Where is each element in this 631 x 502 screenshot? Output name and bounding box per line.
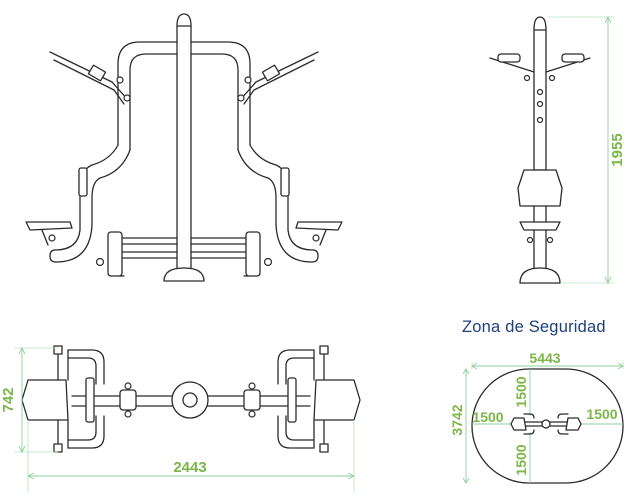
- side-view: 1955: [489, 15, 626, 285]
- zone-width-dimension: 5443: [529, 350, 560, 366]
- side-base: [519, 267, 561, 284]
- central-base: [163, 267, 205, 282]
- safety-zone-title: Zona de Seguridad: [462, 318, 606, 336]
- left-handle-arm: [49, 51, 131, 105]
- front-view: [25, 13, 343, 282]
- width-dimension: 2443: [173, 459, 206, 476]
- top-left-unit: [21, 345, 105, 453]
- clearance-top: 1500: [513, 376, 529, 407]
- clearance-left: 1500: [472, 409, 503, 425]
- depth-dimension: 742: [0, 387, 17, 412]
- center-cylinders: [95, 231, 273, 277]
- mini-equipment-footprint: [510, 413, 582, 435]
- side-backrest: [517, 169, 563, 207]
- top-right-unit: [277, 345, 361, 453]
- clearance-bottom: 1500: [513, 444, 529, 475]
- side-seat: [519, 221, 561, 231]
- safety-zone-outline: [471, 368, 624, 484]
- central-post: [176, 13, 192, 271]
- right-handle-arm: [237, 51, 319, 105]
- right-seat: [295, 221, 343, 246]
- safety-zone-diagram: 5443 3742 1500 1500 1500 1500: [449, 350, 624, 484]
- zone-depth-dimension: 3742: [449, 404, 465, 435]
- left-backrest: [78, 167, 88, 197]
- top-view: 742 2443: [0, 345, 361, 492]
- height-dimension: 1955: [609, 133, 626, 166]
- left-seat: [25, 221, 73, 246]
- clearance-right: 1500: [586, 406, 617, 422]
- right-backrest: [280, 167, 290, 197]
